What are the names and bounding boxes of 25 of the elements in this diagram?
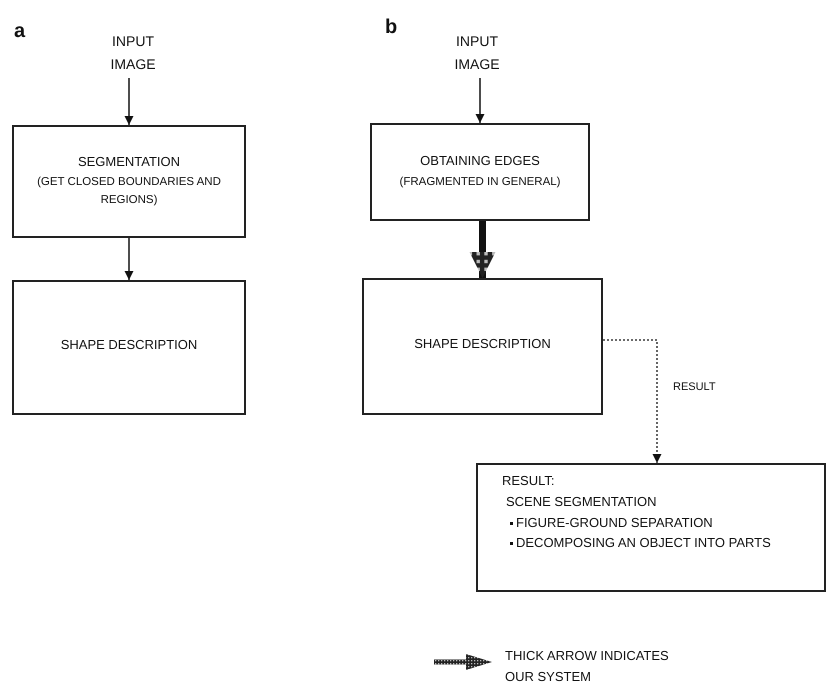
process-box — [362, 278, 603, 415]
box-title: OBTAINING EDGES — [420, 152, 540, 170]
box-title: SHAPE DESCRIPTION — [414, 334, 551, 352]
legend-text: THICK ARROW INDICATES OUR SYSTEM — [505, 647, 670, 686]
panel-letter: a — [14, 20, 26, 43]
process-box — [370, 123, 590, 221]
input-label: INPUT IMAGE — [109, 32, 157, 74]
process-box — [12, 280, 246, 415]
input-label: INPUT IMAGE — [453, 32, 501, 74]
bullet-item: FIGURE-GROUND SEPARATION — [502, 512, 713, 534]
thick-arrow — [470, 221, 496, 278]
arrow — [476, 78, 484, 123]
arrow — [124, 238, 134, 280]
bullet-item: DECOMPOSING AN OBJECT INTO PARTS — [502, 533, 771, 554]
box-description: (GET CLOSED BOUNDARIES AND REGIONS) — [36, 175, 222, 208]
box-title: RESULT: — [502, 472, 554, 490]
box-description: SCENE SEGMENTATION — [505, 492, 656, 511]
arrow — [124, 78, 134, 125]
process-box — [12, 125, 246, 238]
box-description: (FRAGMENTED IN GENERAL) — [399, 174, 560, 190]
panel-letter: b — [385, 16, 398, 39]
dotted-arrow — [603, 339, 662, 463]
box-title: SEGMENTATION — [78, 152, 180, 170]
box-title: SHAPE DESCRIPTION — [60, 336, 198, 354]
process-box — [476, 463, 826, 592]
